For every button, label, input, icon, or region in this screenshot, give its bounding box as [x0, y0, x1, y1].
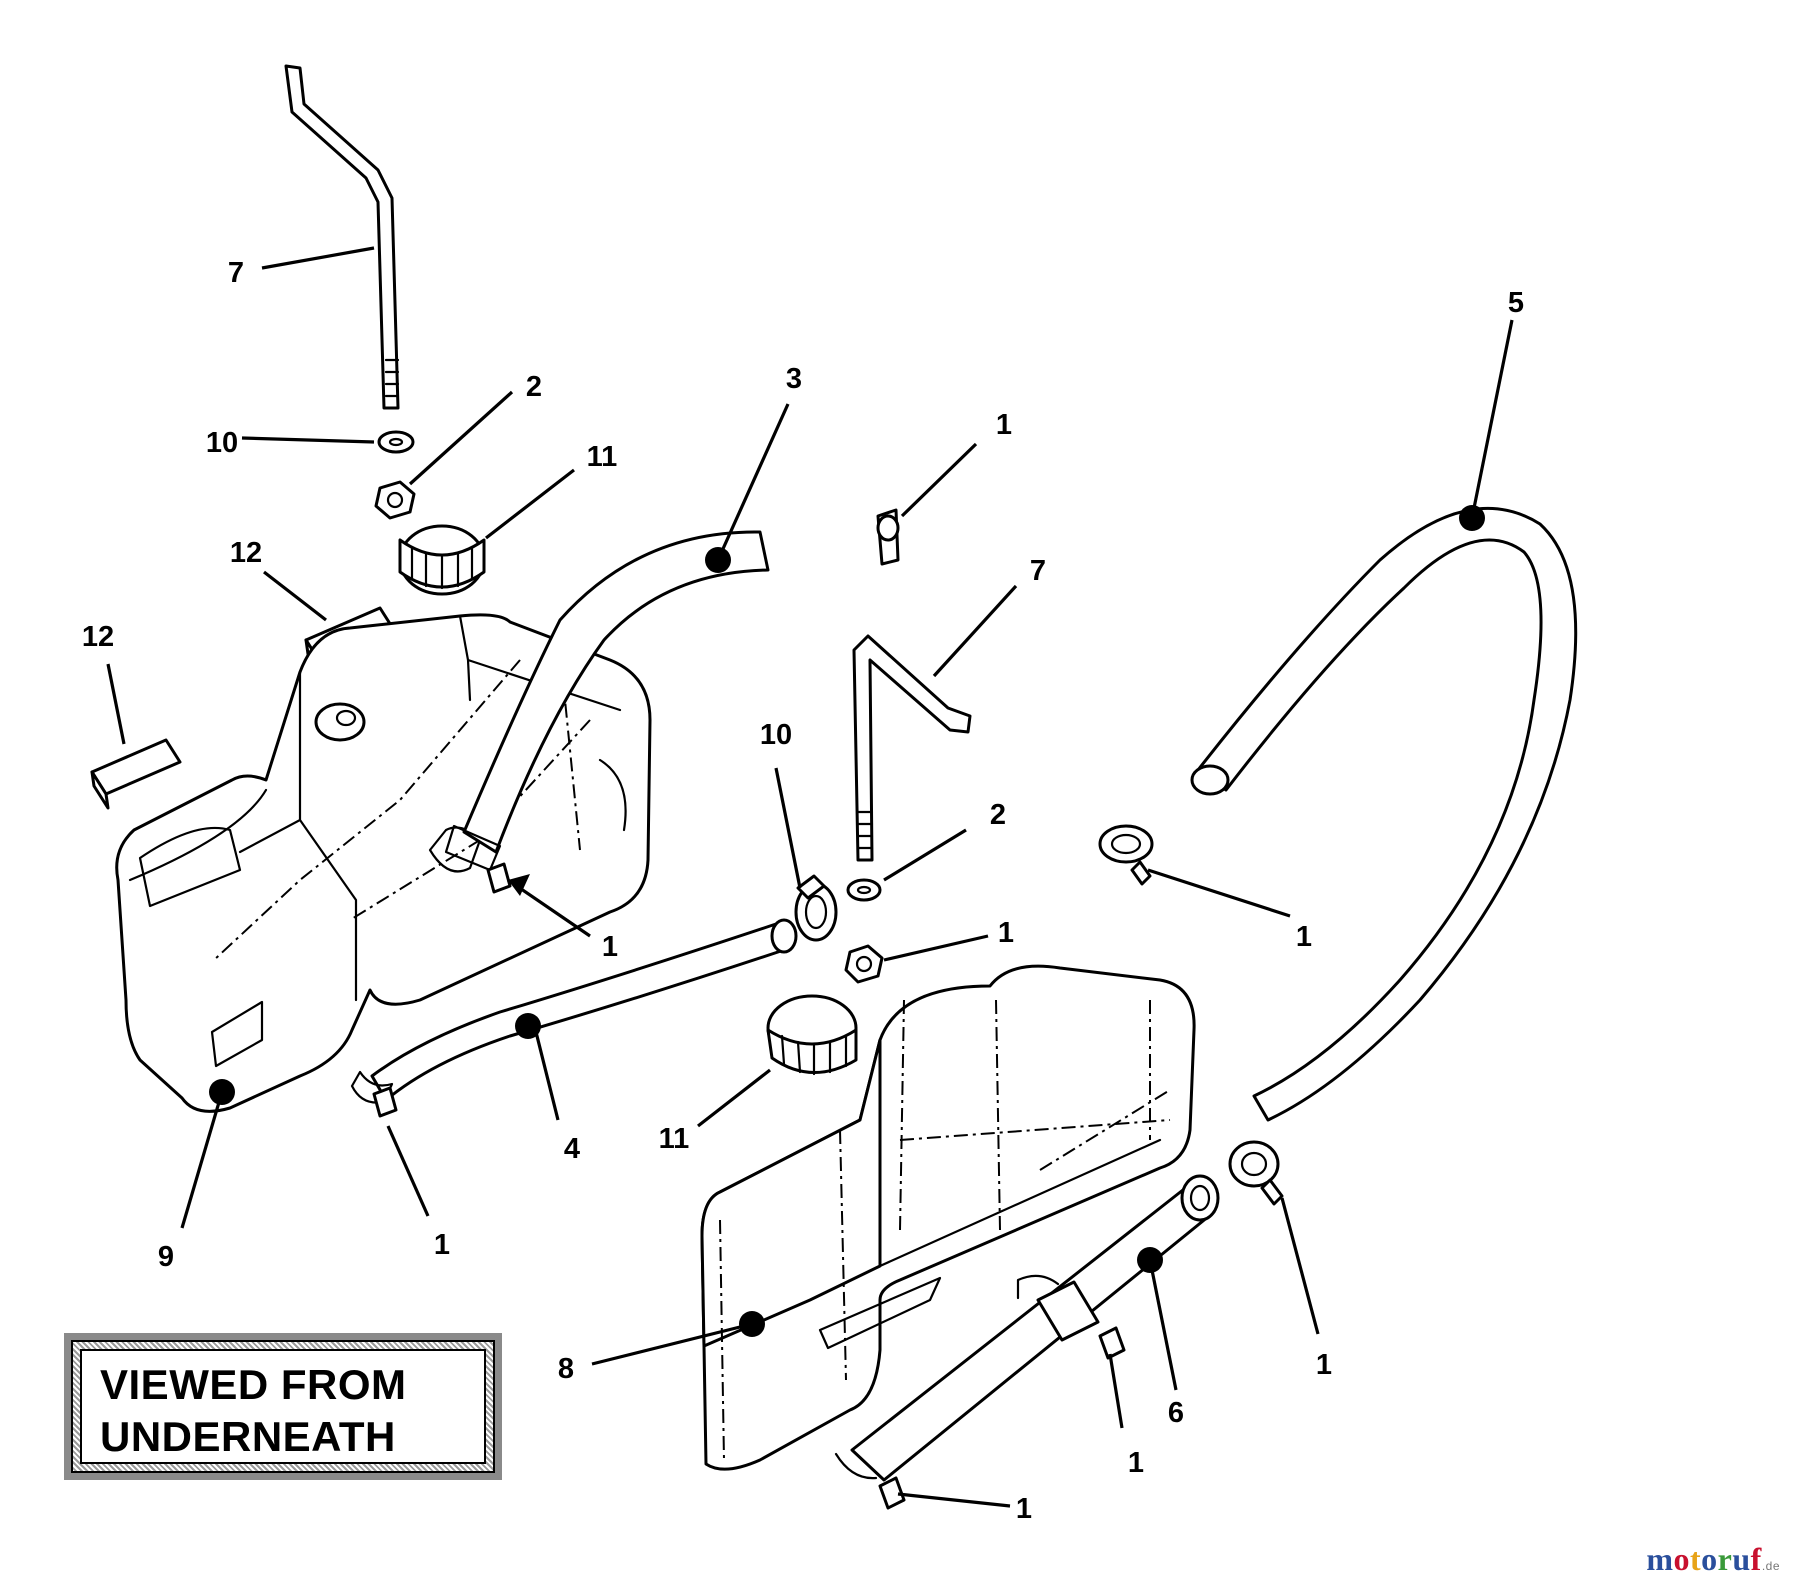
watermark-suffix: .de	[1761, 1559, 1780, 1573]
clamp-tube-bottom	[878, 1476, 906, 1510]
clamp-tube-mid	[1098, 1326, 1126, 1360]
callout: 11	[659, 1123, 690, 1155]
callout: 1	[1016, 1493, 1032, 1525]
nut-left	[374, 480, 416, 520]
clamp-center	[794, 874, 838, 942]
watermark-letter: o	[1701, 1541, 1718, 1577]
callout: 8	[558, 1353, 574, 1385]
note-line-2: UNDERNEATH	[100, 1413, 396, 1460]
callout-labels: 7 10 2 11 12 12 3 1 7 1 10 2 1 11 4 1 9 …	[82, 257, 1524, 1525]
callout: 10	[206, 427, 238, 459]
sender-rod-center	[852, 634, 972, 862]
watermark-letter: u	[1732, 1541, 1751, 1577]
clamp-left-tank	[372, 1086, 398, 1118]
filler-tube	[834, 1174, 1220, 1482]
callout: 9	[158, 1241, 174, 1273]
watermark-letter: o	[1673, 1541, 1690, 1577]
callout: 11	[587, 441, 618, 473]
clamp-right	[1098, 824, 1154, 886]
callout: 12	[82, 621, 114, 653]
fuel-tank-right	[700, 964, 1196, 1471]
clamp-right-tube	[1228, 1140, 1284, 1206]
arrowhead	[508, 874, 530, 896]
foam-pad-lower	[90, 738, 182, 810]
return-hose	[1190, 506, 1578, 1122]
callout: 7	[1030, 555, 1046, 587]
leader-lines	[106, 246, 1514, 1508]
callout: 1	[996, 409, 1012, 441]
fuel-line-hose	[350, 918, 798, 1104]
callout: 1	[1316, 1349, 1332, 1381]
washer-left	[377, 430, 415, 454]
callout: 7	[228, 257, 244, 289]
note-line-1: VIEWED FROM	[100, 1361, 407, 1408]
sender-rod-left	[284, 64, 400, 410]
watermark-letter: t	[1690, 1541, 1702, 1577]
callout: 12	[230, 537, 262, 569]
callout: 1	[1128, 1447, 1144, 1479]
clamp-left-vent	[486, 862, 512, 894]
site-watermark: motoruf.de	[1646, 1541, 1780, 1578]
callout: 2	[526, 371, 542, 403]
callout: 5	[1508, 287, 1524, 319]
callout: 4	[564, 1133, 580, 1165]
callout: 2	[990, 799, 1006, 831]
note-inner: VIEWED FROM UNDERNEATH	[80, 1349, 486, 1464]
callout: 1	[434, 1229, 450, 1261]
watermark-letter: m	[1646, 1541, 1674, 1577]
callout: 10	[760, 719, 792, 751]
fuel-cap-center	[766, 994, 858, 1076]
callout-dots	[209, 505, 1485, 1337]
clamp-top-center	[876, 508, 900, 566]
nut-center	[844, 944, 884, 984]
washer-center	[846, 878, 882, 902]
callout: 6	[1168, 1397, 1184, 1429]
watermark-letter: r	[1717, 1541, 1733, 1577]
callout: 1	[1296, 921, 1312, 953]
callout: 1	[998, 917, 1014, 949]
callout: 3	[786, 363, 802, 395]
fuel-cap-left	[398, 524, 486, 596]
callout: 1	[602, 931, 618, 963]
watermark-letter: f	[1750, 1541, 1762, 1577]
viewed-from-underneath-note: VIEWED FROM UNDERNEATH	[64, 1333, 502, 1480]
